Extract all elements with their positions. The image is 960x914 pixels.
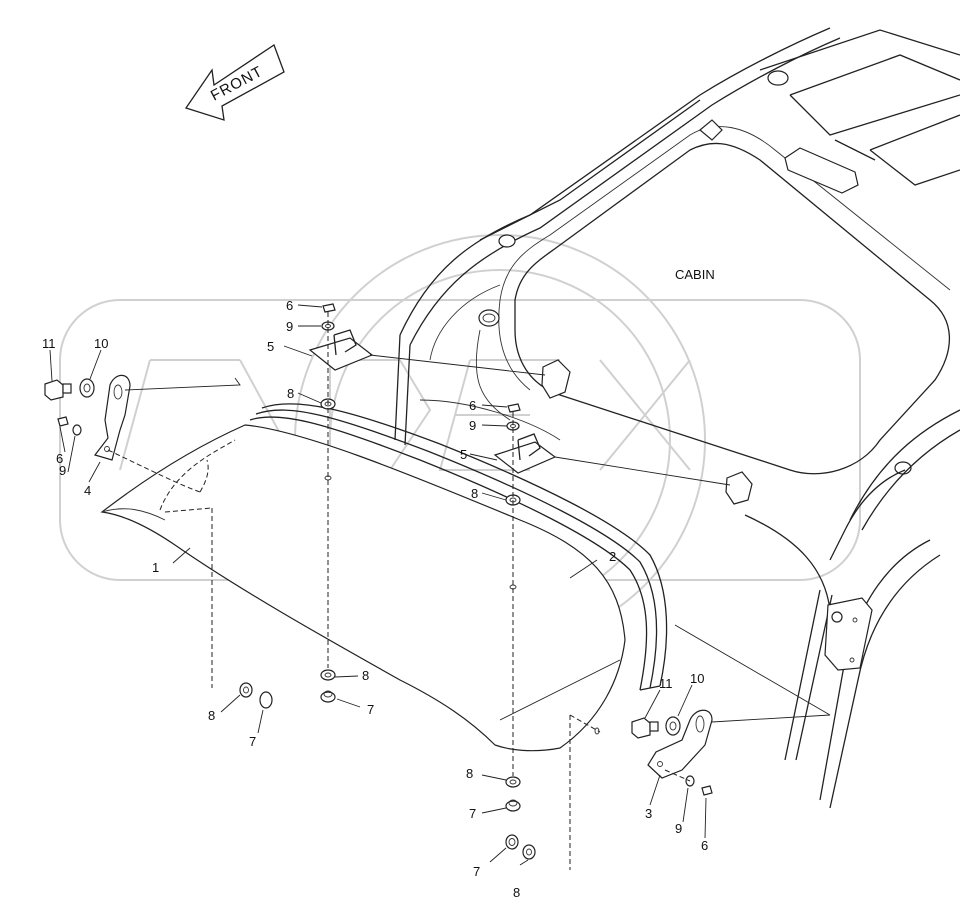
callout-labels: CABIN 1 2 3 4 5 5 6 6 6 6 9 9 9 9 8 8 8 …: [42, 267, 715, 900]
callout-1: 1: [152, 560, 159, 575]
part-4-bracket: [93, 374, 131, 461]
callout-10-right: 10: [690, 671, 704, 686]
cabin-label: CABIN: [675, 267, 715, 282]
callout-7-right: 7: [469, 806, 476, 821]
assembly-center-lines: [107, 312, 831, 870]
callout-8-bottom: 8: [513, 885, 520, 900]
callout-7-lower: 7: [367, 702, 374, 717]
callout-8-mid: 8: [471, 486, 478, 501]
callout-11-left: 11: [42, 336, 56, 351]
part-1-cover-panel: [100, 424, 626, 752]
callout-9-left: 9: [59, 463, 66, 478]
callout-8-top: 8: [287, 386, 294, 401]
callout-10-left: 10: [94, 336, 108, 351]
callout-6-left: 6: [56, 451, 63, 466]
callout-7-bottom: 7: [473, 864, 480, 879]
part-5-brackets: [308, 329, 731, 486]
fastener-hardware: [44, 303, 713, 860]
callout-9-mid: 9: [469, 418, 476, 433]
callout-2: 2: [609, 549, 616, 564]
callout-5-upper: 5: [267, 339, 274, 354]
callout-8-left: 8: [208, 708, 215, 723]
callout-7-left: 7: [249, 734, 256, 749]
callout-leaders: [49, 304, 707, 866]
callout-6-mid: 6: [469, 398, 476, 413]
callout-11-right: 11: [659, 676, 673, 691]
callout-9-right: 9: [675, 821, 682, 836]
callout-8-right: 8: [466, 766, 473, 781]
front-direction-arrow: FRONT: [184, 44, 285, 121]
callout-9-top: 9: [286, 319, 293, 334]
callout-8-lower: 8: [362, 668, 369, 683]
callout-4: 4: [84, 483, 91, 498]
part-3-bracket: [647, 709, 713, 779]
callout-5-lower: 5: [460, 447, 467, 462]
cabin-roof-outline: [394, 27, 960, 809]
callout-6-right: 6: [701, 838, 708, 853]
callout-3: 3: [645, 806, 652, 821]
callout-6-top: 6: [286, 298, 293, 313]
